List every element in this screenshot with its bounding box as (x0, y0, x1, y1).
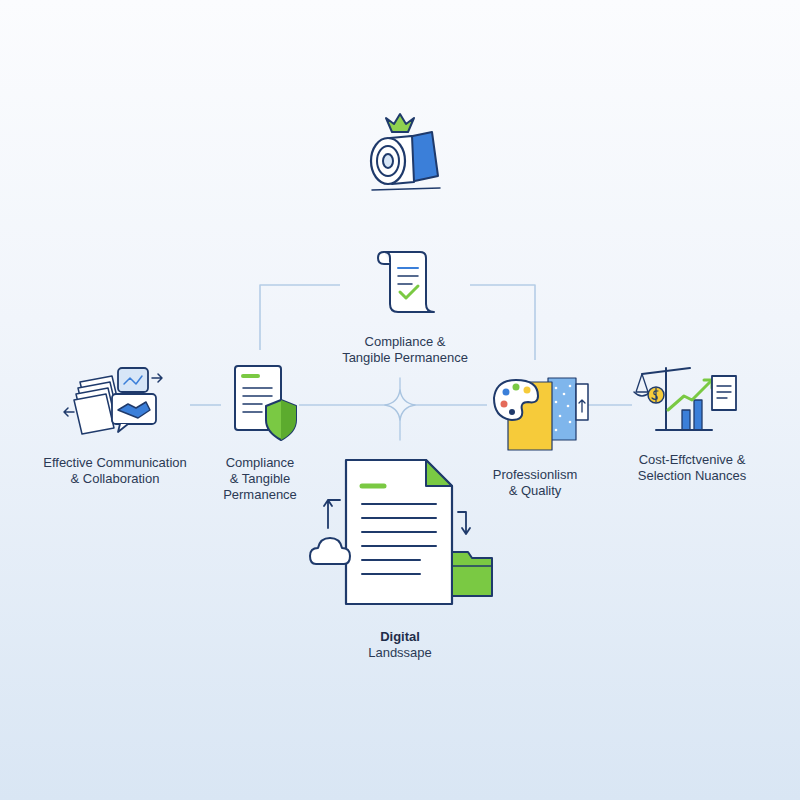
connector-line (583, 404, 632, 406)
palette-icon (494, 378, 588, 450)
center-cross (385, 378, 415, 440)
crown-roll-icon (371, 114, 440, 190)
node-label: Cost-Effctvenive & Selection Nuances (632, 452, 752, 484)
compliance-node: Compliance & Tangible Permanence (221, 350, 299, 505)
node-label: Professionlism & Quality (487, 467, 583, 499)
digital-document-icon (310, 460, 492, 604)
node-heading: Digital (300, 629, 500, 645)
digital-node: DigitalLandssape (300, 455, 500, 665)
node-label: Compliance & Tangible Permanence (221, 455, 299, 503)
communication-icon (64, 368, 162, 434)
quality-node: Professionlism & Quality (487, 360, 583, 500)
connector-line (260, 285, 340, 350)
scroll-icon (378, 252, 434, 312)
node-label: Landssape (300, 645, 500, 661)
connector-line (470, 285, 535, 360)
document-shield-icon (235, 366, 296, 440)
communication-node: Effective Communication & Collaboration (40, 360, 190, 490)
compliance-node: Compliance & Tangible Permanence (340, 248, 470, 368)
connector-line (190, 404, 221, 406)
cost-node: Cost-Effctvenive & Selection Nuances (632, 360, 752, 490)
node-label: Effective Communication & Collaboration (40, 455, 190, 487)
node-label: Compliance & Tangible Permanence (340, 334, 470, 366)
cost-chart-icon (634, 368, 736, 430)
